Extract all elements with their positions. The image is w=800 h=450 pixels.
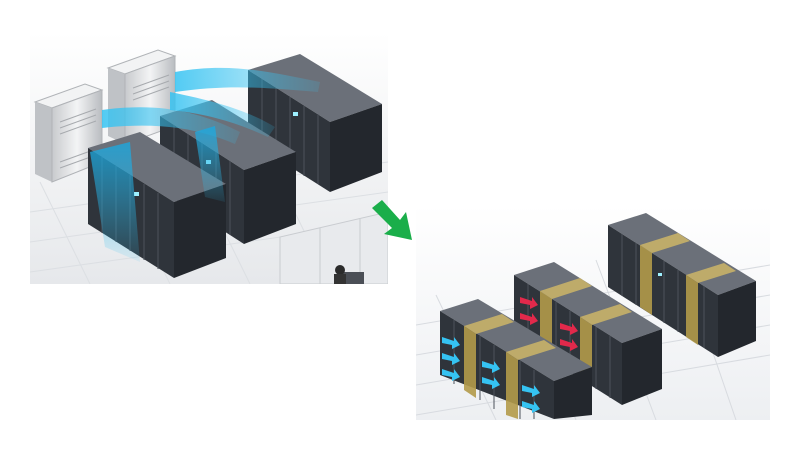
hot-air-arrows <box>520 297 578 351</box>
cold-air-arrows <box>442 337 540 413</box>
transition-arrow-icon <box>372 200 412 240</box>
rack-row-2 <box>514 262 662 405</box>
operator-figure <box>334 265 364 284</box>
before-scene-panel <box>30 32 388 284</box>
in-row-cooler-band <box>464 314 556 419</box>
rack-row-3 <box>608 213 756 357</box>
cold-air-streams <box>90 67 320 262</box>
after-scene-illustration <box>416 205 770 420</box>
before-scene-illustration <box>30 32 388 284</box>
crac-unit-left <box>33 83 104 183</box>
rack-row-1 <box>440 299 592 419</box>
after-scene-panel <box>416 205 770 420</box>
in-row-cooler-band <box>640 233 736 345</box>
